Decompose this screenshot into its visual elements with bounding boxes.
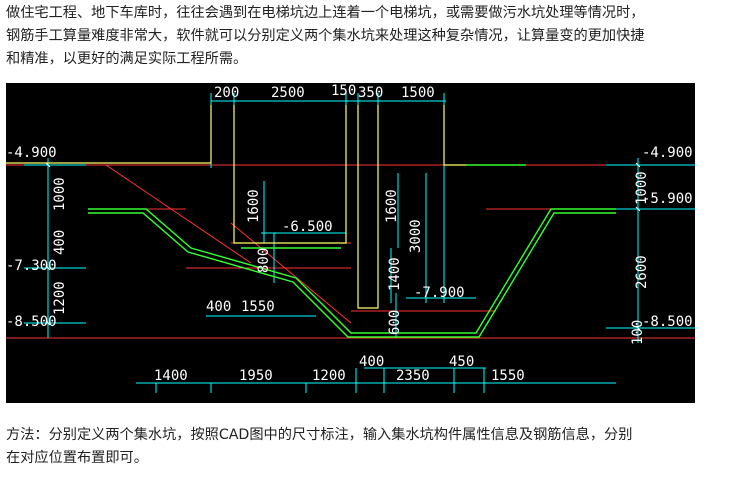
- dim-right-v: 2600: [634, 255, 650, 289]
- dim-top: 150: [331, 83, 356, 99]
- cad-svg: 200 2500 150 350 1500 1400 1950 1200 400…: [6, 83, 695, 393]
- elevation-label: -8.500: [6, 314, 57, 330]
- dim-left-v: 400: [52, 230, 68, 255]
- dim-mid: 400: [206, 299, 231, 315]
- dim-bottom: 1950: [239, 368, 273, 384]
- dim-inner-v: 600: [387, 310, 403, 335]
- intro-line: 钢筋手工算量难度非常大，软件就可以分别定义两个集水坑来处理这种复杂情况，让算量变…: [6, 28, 645, 44]
- intro-paragraph: 做住宅工程、地下车库时，往往会遇到在电梯坑边上连着一个电梯坑，或需要做污水坑处理…: [6, 2, 736, 71]
- method-line: 在对应位置布置即可。: [6, 450, 148, 466]
- dim-top: 200: [214, 85, 239, 101]
- intro-line: 做住宅工程、地下车库时，往往会遇到在电梯坑边上连着一个电梯坑，或需要做污水坑处理…: [6, 5, 645, 21]
- elevation-label: -4.900: [6, 145, 57, 161]
- dim-top: 1500: [401, 85, 435, 101]
- elevation-label: -5.900: [642, 191, 693, 207]
- dim-lines: [24, 93, 695, 393]
- wall-outline: [6, 105, 466, 309]
- dim-bottom: 400: [359, 354, 384, 370]
- intro-line: 和精准，以更好的满足实际工程所需。: [6, 51, 248, 67]
- method-line: 方法：分别定义两个集水坑，按照CAD图中的尺寸标注，输入集水坑构件属性信息及钢筋…: [6, 427, 633, 443]
- dim-inner-v: 1600: [384, 189, 400, 223]
- method-paragraph: 方法：分别定义两个集水坑，按照CAD图中的尺寸标注，输入集水坑构件属性信息及钢筋…: [6, 424, 736, 470]
- dim-mid: 1550: [241, 299, 275, 315]
- cad-drawing: 200 2500 150 350 1500 1400 1950 1200 400…: [6, 83, 695, 403]
- elevation-label: -8.500: [642, 314, 693, 330]
- elevation-label: -6.500: [282, 219, 333, 235]
- elevation-label: -7.900: [414, 285, 465, 301]
- dim-inner-v: 800: [256, 248, 272, 273]
- dim-inner-v: 1400: [387, 257, 403, 291]
- dim-bottom: 1550: [491, 368, 525, 384]
- dim-inner-v: 1600: [246, 189, 262, 223]
- dim-bottom: 1400: [154, 368, 188, 384]
- tick-marks: [45, 162, 641, 331]
- dim-left-v: 1000: [52, 177, 68, 211]
- dim-bottom: 2350: [396, 368, 430, 384]
- dim-top: 350: [358, 85, 383, 101]
- dim-left-v: 1200: [52, 281, 68, 315]
- dim-inner-v: 3000: [408, 219, 424, 253]
- dim-right-v: 100: [630, 320, 646, 345]
- dim-bottom: 1200: [312, 368, 346, 384]
- elevation-label: -4.900: [642, 145, 693, 161]
- dim-bottom: 450: [449, 354, 474, 370]
- dim-right-v: 1000: [634, 171, 650, 205]
- red-guides: [6, 164, 695, 339]
- elevation-label: -7.300: [6, 258, 57, 274]
- pit-slab: [88, 164, 616, 338]
- dim-top: 2500: [271, 85, 305, 101]
